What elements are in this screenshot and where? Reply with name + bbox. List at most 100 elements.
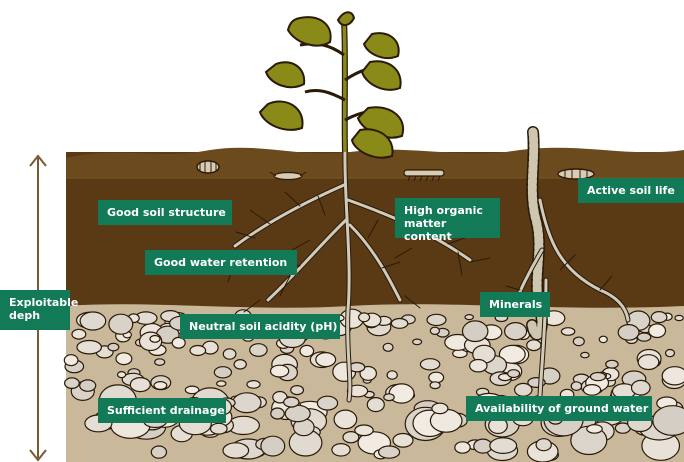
rock-icon: [490, 438, 517, 454]
rock-icon: [271, 408, 284, 419]
rock-icon: [587, 425, 602, 434]
rock-icon: [285, 405, 310, 421]
grub-icon: [197, 161, 219, 173]
rock-icon: [651, 312, 667, 323]
rock-icon: [247, 381, 260, 389]
rock-icon: [430, 327, 439, 334]
rock-icon: [420, 359, 439, 370]
rock-icon: [190, 346, 206, 356]
rock-icon: [211, 423, 228, 434]
rock-icon: [291, 386, 304, 395]
rock-icon: [599, 336, 607, 342]
rock-icon: [653, 406, 684, 436]
rock-icon: [465, 315, 473, 320]
label-text: High organic matter content: [404, 204, 483, 243]
rock-icon: [118, 372, 126, 378]
rock-icon: [234, 360, 246, 369]
label-text: Availability of ground water: [475, 402, 648, 415]
rock-icon: [77, 341, 101, 354]
label-text: Good water retention: [154, 256, 287, 269]
rock-icon: [638, 355, 659, 370]
label-text: Active soil life: [587, 184, 675, 197]
rock-icon: [429, 372, 444, 383]
rock-icon: [130, 378, 150, 392]
rock-icon: [505, 323, 527, 340]
rock-icon: [649, 324, 666, 338]
rock-icon: [571, 382, 581, 391]
rock-icon: [432, 403, 448, 413]
rock-icon: [250, 344, 267, 357]
rock-icon: [391, 319, 407, 329]
label-high-organic-matter: High organic matter content: [395, 198, 500, 238]
rock-icon: [154, 382, 167, 390]
rock-icon: [65, 378, 80, 389]
rock-icon: [389, 384, 414, 403]
label-good-soil-structure: Good soil structure: [98, 200, 232, 225]
rock-icon: [116, 353, 132, 365]
rock-icon: [284, 397, 299, 407]
rock-icon: [151, 446, 166, 458]
rock-icon: [155, 359, 165, 366]
rock-icon: [334, 410, 357, 429]
label-text: Exploitable deph: [9, 296, 78, 322]
rock-icon: [261, 436, 285, 456]
label-good-water-retention: Good water retention: [145, 250, 297, 275]
rock-icon: [666, 350, 675, 357]
rock-icon: [64, 355, 78, 366]
label-active-soil-life: Active soil life: [578, 178, 684, 203]
rock-icon: [413, 339, 422, 345]
rock-icon: [637, 333, 650, 341]
rock-icon: [387, 371, 397, 379]
rock-icon: [632, 380, 651, 395]
rock-icon: [675, 315, 683, 320]
rock-icon: [300, 345, 314, 356]
plant-icon: [260, 12, 403, 157]
rock-icon: [463, 321, 488, 342]
rock-icon: [108, 343, 119, 351]
rock-icon: [455, 442, 470, 453]
rock-icon: [383, 343, 393, 351]
rock-icon: [80, 380, 96, 391]
label-text: Minerals: [489, 298, 542, 311]
rock-icon: [316, 353, 336, 367]
rock-icon: [581, 352, 589, 357]
rock-icon: [427, 314, 446, 325]
rock-icon: [591, 373, 606, 381]
label-minerals: Minerals: [480, 292, 550, 317]
label-text: Neutral soil acidity (pH): [189, 320, 337, 333]
rock-icon: [355, 425, 373, 436]
rock-icon: [606, 360, 618, 368]
rock-icon: [214, 367, 231, 378]
rock-icon: [470, 360, 487, 372]
rock-icon: [561, 328, 574, 336]
rock-icon: [172, 337, 185, 348]
label-text: Sufficient drainage: [107, 404, 225, 417]
rock-icon: [317, 396, 337, 410]
rock-icon: [271, 365, 289, 377]
rock-icon: [384, 394, 394, 401]
rock-icon: [233, 393, 261, 413]
rock-icon: [217, 381, 226, 386]
label-neutral-soil-acidity: Neutral soil acidity (pH): [180, 314, 340, 339]
rock-icon: [573, 337, 584, 346]
rock-icon: [379, 446, 400, 458]
rock-icon: [536, 439, 551, 451]
rock-icon: [618, 325, 639, 341]
rock-icon: [109, 314, 133, 334]
rock-icon: [359, 313, 370, 322]
rock-icon: [72, 329, 86, 339]
rock-icon: [393, 434, 413, 448]
rock-icon: [662, 367, 684, 385]
rock-icon: [430, 382, 440, 389]
label-text: Good soil structure: [107, 206, 226, 219]
rock-icon: [223, 443, 249, 458]
rock-icon: [332, 444, 350, 456]
rock-icon: [583, 385, 600, 396]
label-sufficient-drainage: Sufficient drainage: [98, 398, 226, 423]
subsoil-layer: [64, 304, 684, 462]
rock-icon: [508, 370, 520, 378]
rock-icon: [223, 349, 236, 359]
rock-icon: [150, 336, 160, 343]
